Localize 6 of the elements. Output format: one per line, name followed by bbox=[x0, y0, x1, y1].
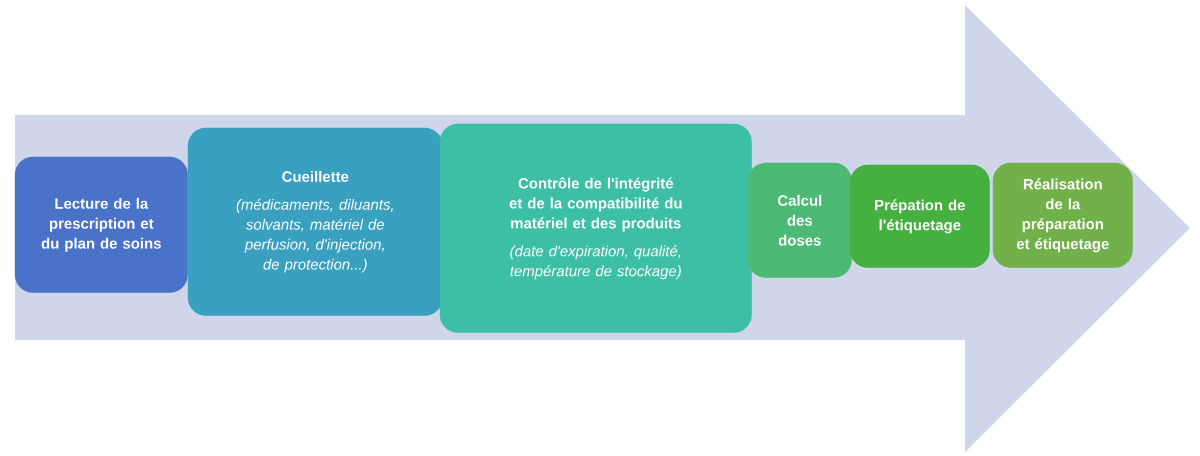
step-box: Lecture de la prescription et du plan de soins bbox=[14, 156, 188, 293]
step-box: Cueillette (médicaments, diluants, solvants, matériel de perfusion, d'injection, de protection...) bbox=[187, 127, 443, 316]
step-box: Prépation de l'étiquetage bbox=[849, 164, 990, 268]
step-box: Contrôle de l'intégrité et de la compatibilité du matériel et des produits (date d'expiration, qualité, température de stockage) bbox=[439, 123, 752, 333]
step-box: Réalisation de la préparation et étiquetage bbox=[992, 162, 1133, 268]
step-box: Calcul des doses bbox=[747, 162, 852, 278]
